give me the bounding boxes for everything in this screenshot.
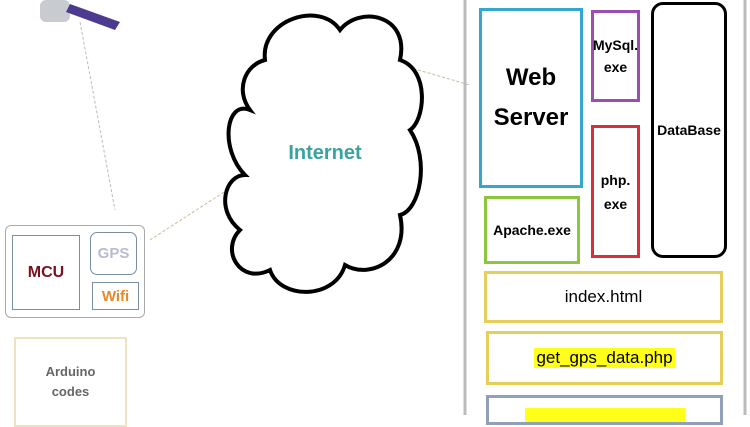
gps-link bbox=[79, 21, 116, 211]
web-server-box: Web Server bbox=[479, 8, 583, 188]
arduino-codes-box: Arduino codes bbox=[14, 337, 127, 427]
php-box: php. exe bbox=[591, 125, 640, 258]
server-link bbox=[417, 69, 471, 86]
wifi-link bbox=[149, 184, 236, 241]
database-box: DataBase bbox=[651, 2, 727, 258]
internet-cloud bbox=[223, 13, 424, 294]
get-gps-data-label: get_gps_data.php bbox=[534, 348, 675, 368]
get-gps-data-box: get_gps_data.php bbox=[486, 331, 723, 385]
mcu-box: MCU bbox=[12, 235, 80, 310]
file-box-partial bbox=[486, 395, 723, 425]
satellite-icon bbox=[40, 0, 120, 30]
mysql-box: MySql. exe bbox=[591, 10, 640, 102]
wifi-box: Wifi bbox=[92, 282, 139, 310]
internet-label: Internet bbox=[288, 141, 362, 164]
gps-box: GPS bbox=[90, 232, 137, 275]
file-label-highlight bbox=[524, 408, 685, 422]
index-html-box: index.html bbox=[484, 271, 723, 323]
diagram-lines bbox=[40, 0, 747, 415]
apache-box: Apache.exe bbox=[484, 196, 580, 264]
device-board bbox=[5, 225, 145, 318]
